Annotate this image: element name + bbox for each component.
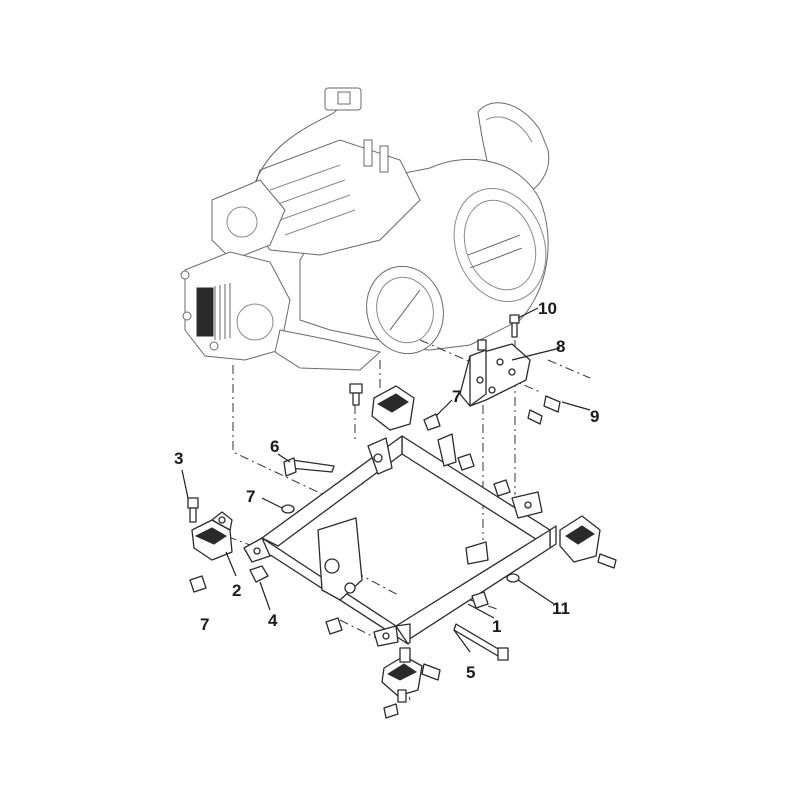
callout-7b: 7 <box>200 615 209 634</box>
fasteners <box>187 314 617 719</box>
callout-3: 3 <box>174 449 183 468</box>
engine-assembly <box>180 87 550 371</box>
callout-4: 4 <box>268 611 278 630</box>
callout-5: 5 <box>466 663 475 682</box>
engine-bracket-8 <box>459 343 531 407</box>
callout-11: 11 <box>552 599 570 618</box>
callout-8: 8 <box>556 337 565 356</box>
callout-10: 10 <box>538 299 557 318</box>
rubber-mount-right <box>559 515 601 563</box>
rubber-mount-bottom <box>381 647 423 703</box>
callout-9: 9 <box>590 407 599 426</box>
callout-1: 1 <box>492 617 501 636</box>
callout-labels: 1 2 3 4 5 6 7 7 7 8 9 10 11 <box>174 299 599 682</box>
callout-2: 2 <box>232 581 241 600</box>
radiator-fins <box>196 283 231 340</box>
leader-lines <box>181 307 591 653</box>
callout-6: 6 <box>270 437 279 456</box>
rubber-mount-2 <box>191 511 233 561</box>
engine-mount-frame <box>243 433 557 647</box>
callout-7c: 7 <box>452 387 461 406</box>
callout-7a: 7 <box>246 487 255 506</box>
rubber-mount-top <box>371 385 415 431</box>
